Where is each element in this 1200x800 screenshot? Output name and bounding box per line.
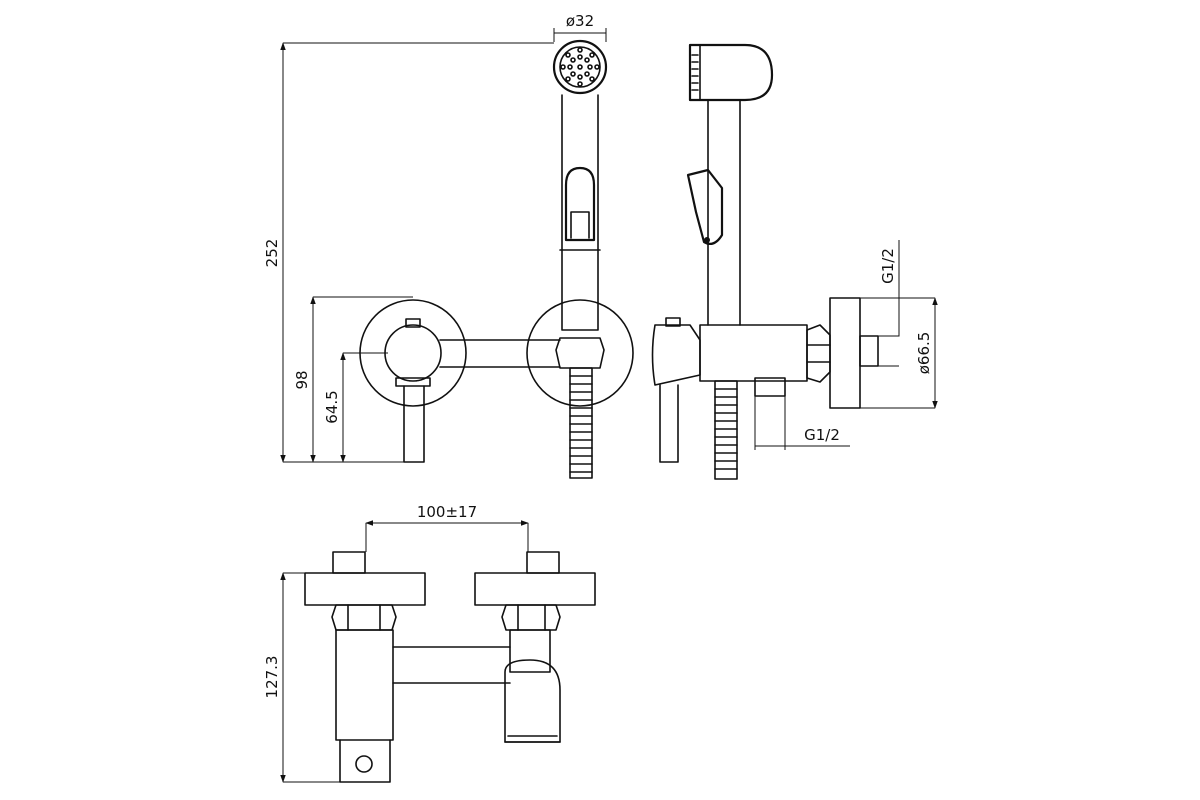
dim-label-center-distance: 100±17 <box>417 503 477 521</box>
side-view <box>651 43 879 480</box>
dim-label-overall-height: 252 <box>263 239 281 268</box>
dim-label-connection-top: G1/2 <box>879 248 897 284</box>
spray-nozzles <box>560 47 600 87</box>
dim-label-flange-diameter: ø66.5 <box>915 332 933 375</box>
dimension-lines <box>280 28 938 783</box>
hose-front <box>569 367 593 479</box>
dim-label-height-98: 98 <box>293 370 311 389</box>
dim-label-connection-bottom: G1/2 <box>804 426 840 444</box>
dim-label-bottom-height: 127.3 <box>263 656 281 699</box>
dim-label-height-64-5: 64.5 <box>323 390 341 423</box>
dim-label-spray-diameter: ø32 <box>566 12 594 30</box>
front-view <box>359 39 634 479</box>
hose-side <box>714 380 738 480</box>
bottom-view <box>304 551 596 783</box>
